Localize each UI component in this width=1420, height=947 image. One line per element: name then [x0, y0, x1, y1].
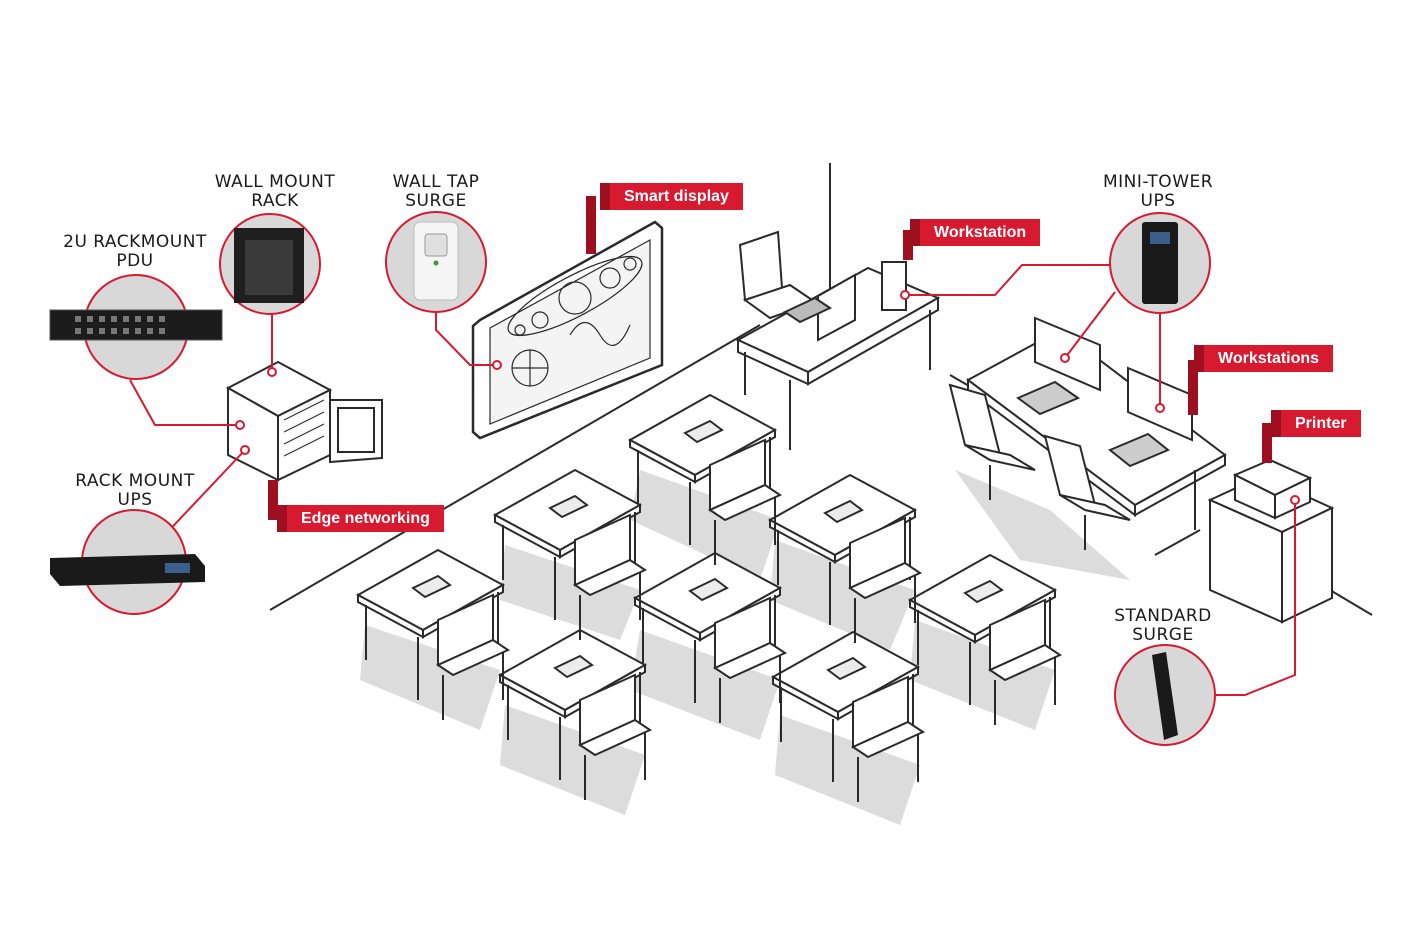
- product-circle-pdu: [49, 274, 223, 380]
- tag-workstations: Workstations: [1193, 345, 1334, 372]
- student-desks: [355, 393, 1058, 782]
- label-line: UPS: [1140, 191, 1176, 211]
- network-cabinet: [225, 360, 383, 482]
- label-mini-tower-ups: MINI-TOWER UPS: [1078, 173, 1238, 211]
- label-wall-tap-surge: WALL TAP SURGE: [368, 173, 504, 211]
- tag-edge-networking: Edge networking: [277, 505, 444, 532]
- label-line: 2U RACKMOUNT: [63, 232, 207, 252]
- product-circle-rack-ups: [50, 509, 205, 615]
- label-line: WALL TAP: [392, 172, 480, 192]
- label-line: PDU: [116, 251, 154, 271]
- label-line: SURGE: [1132, 625, 1194, 645]
- product-circle-standard-surge: [1114, 644, 1216, 746]
- label-line: RACK: [251, 191, 299, 211]
- label-line: RACK MOUNT: [75, 471, 195, 491]
- label-line: STANDARD: [1114, 606, 1212, 626]
- smart-display-board: [471, 220, 664, 440]
- label-line: WALL MOUNT: [214, 172, 336, 192]
- label-wall-mount-rack: WALL MOUNT RACK: [195, 173, 355, 211]
- label-rack-mount-ups: RACK MOUNT UPS: [55, 472, 215, 510]
- floor-shadows: [360, 470, 1130, 825]
- tag-stubs: [268, 196, 1272, 520]
- workstation-bench: [948, 316, 1227, 556]
- student-chairs: [435, 438, 1063, 802]
- label-line: UPS: [117, 490, 153, 510]
- label-standard-surge: STANDARD SURGE: [1083, 607, 1243, 645]
- product-circle-wall-tap: [385, 211, 487, 313]
- label-line: SURGE: [405, 191, 467, 211]
- tag-printer: Printer: [1271, 410, 1361, 437]
- product-circle-mini-tower-ups: [1109, 212, 1211, 314]
- product-circle-wall-rack: [219, 213, 321, 315]
- tag-workstation: Workstation: [909, 219, 1041, 246]
- teacher-desk: [735, 230, 941, 450]
- label-line: MINI-TOWER: [1102, 172, 1214, 192]
- connector-dots: [235, 290, 1300, 505]
- printer-cabinet: [1207, 458, 1335, 624]
- label-rackmount-pdu: 2U RACKMOUNT PDU: [40, 233, 230, 271]
- tag-smart-display: Smart display: [600, 183, 743, 210]
